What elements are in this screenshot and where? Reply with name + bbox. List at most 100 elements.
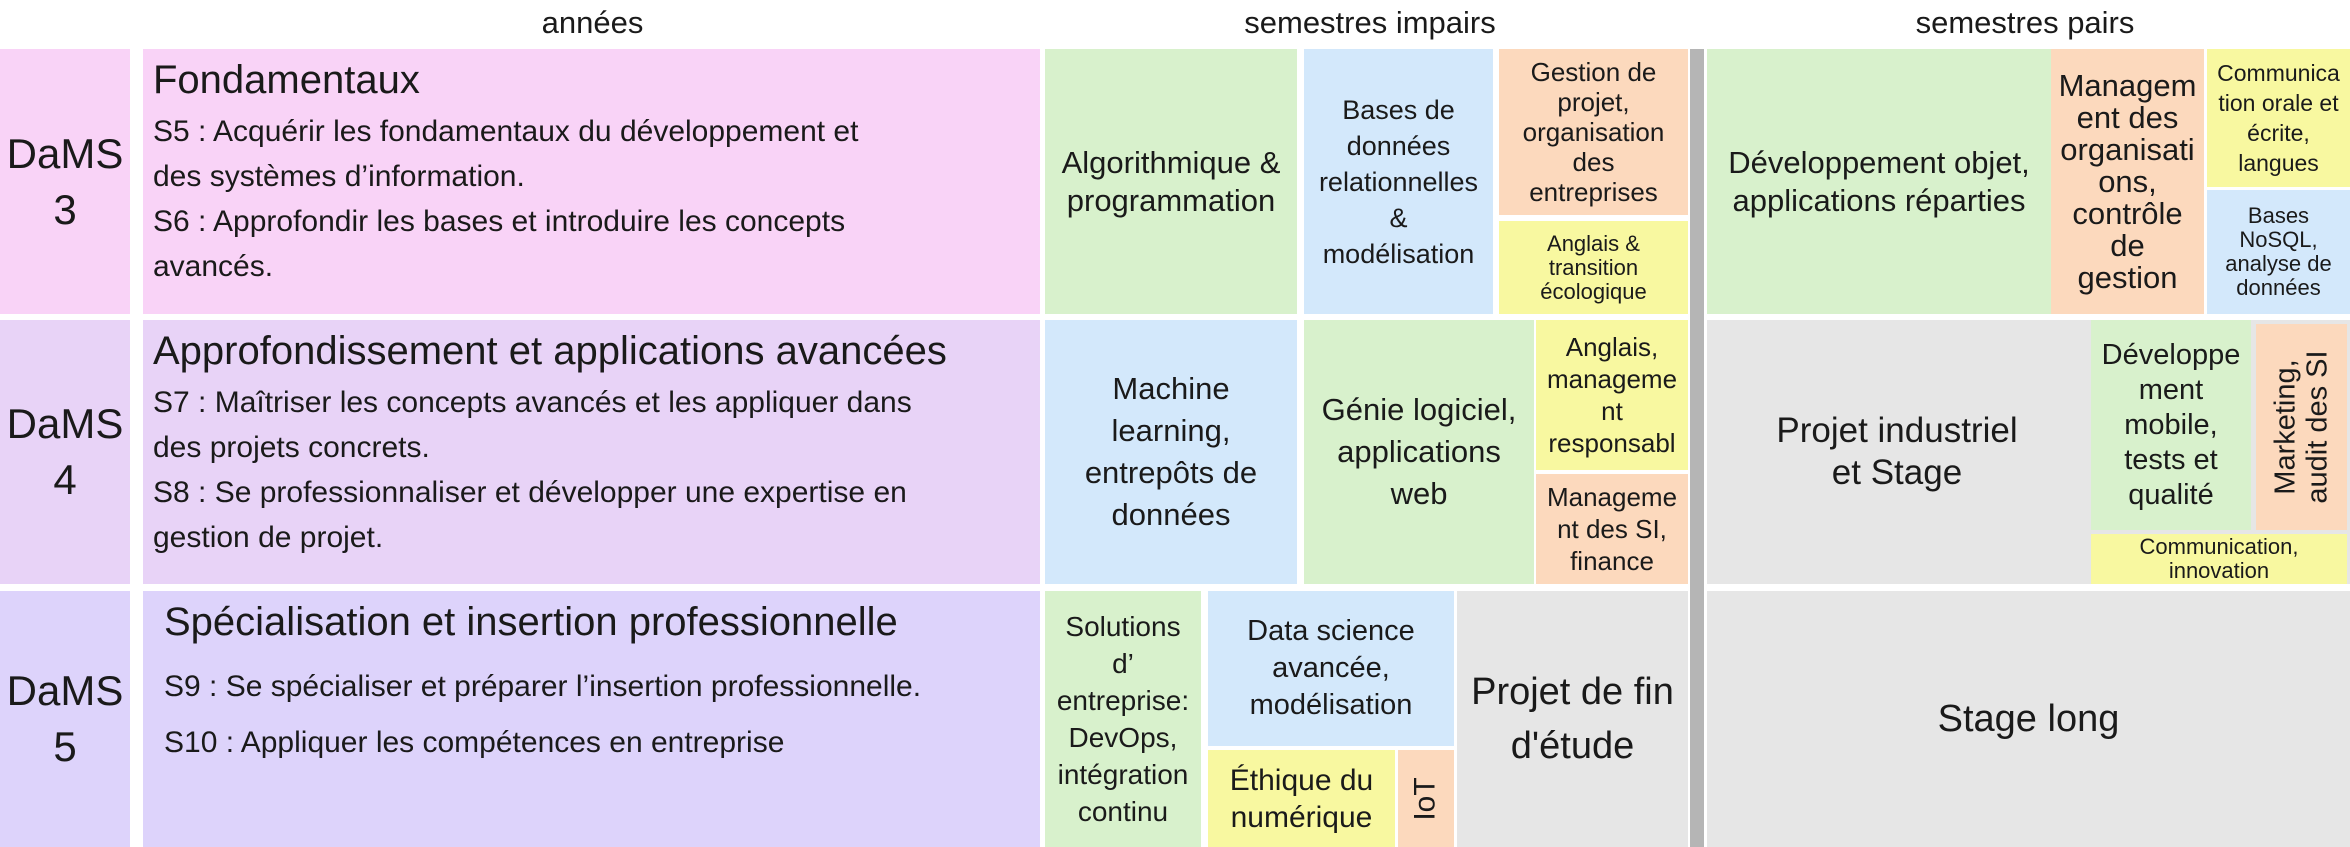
module-text: Communica xyxy=(2217,60,2340,86)
module-text: innovation xyxy=(2168,558,2270,583)
module-management-si: Manageme nt des SI, finance xyxy=(1536,474,1688,584)
module-text: modélisation xyxy=(1322,238,1475,269)
objective-line: des projets concrets. xyxy=(153,431,430,464)
module-text: mobile, xyxy=(2124,408,2218,441)
module-text: projet, xyxy=(1557,87,1630,117)
module-text: écologique xyxy=(1540,278,1647,304)
module-algorithmique: Algorithmique &programmation xyxy=(1045,49,1297,314)
module-text: entreprise: xyxy=(1056,685,1190,716)
module-text: relationnelles xyxy=(1318,166,1479,197)
module-text: données xyxy=(1111,497,1231,532)
year-number: 3 xyxy=(53,185,77,233)
module-data-science: Data science avancée, modélisation xyxy=(1208,591,1454,746)
module-text: nt des SI, xyxy=(1557,514,1667,544)
objective-line: S9 : Se spécialiser et préparer l’insert… xyxy=(164,670,922,703)
module-text: Génie logiciel, xyxy=(1321,392,1517,427)
module-text: Éthique du xyxy=(1229,763,1374,797)
semester-divider xyxy=(1690,49,1704,847)
module-text: des xyxy=(1572,147,1615,177)
year-title: Approfondissement et applications avancé… xyxy=(153,329,947,373)
objective-line: S7 : Maîtriser les concepts avancés et l… xyxy=(153,386,912,419)
module-bases-de-donnees: Bases de données relationnelles & modéli… xyxy=(1304,49,1493,314)
module-gestion-de-projet: Gestion de projet, organisation des entr… xyxy=(1499,49,1688,215)
header-annees: années xyxy=(541,5,644,40)
module-marketing-audit: Marketing, audit des SI xyxy=(2256,324,2347,530)
module-text: programmation xyxy=(1066,182,1276,218)
module-text: Marketing, xyxy=(2269,359,2302,495)
year-name: DaMS xyxy=(6,667,124,714)
module-text: NoSQL, xyxy=(2239,227,2318,252)
module-text: Communication, xyxy=(2139,534,2299,559)
module-text: Bases xyxy=(2247,203,2310,228)
module-text: ons, xyxy=(2098,163,2157,199)
module-text: entrepôts de xyxy=(1084,455,1258,490)
module-text: entreprises xyxy=(1529,177,1658,207)
module-genie-logiciel: Génie logiciel, applications web xyxy=(1304,320,1534,584)
module-text: de xyxy=(2110,227,2145,263)
objective-line: S6 : Approfondir les bases et introduire… xyxy=(153,205,846,238)
module-text: écrite, xyxy=(2247,120,2310,146)
module-communication-innovation: Communication, innovation xyxy=(2091,534,2347,584)
module-text: nt xyxy=(1601,396,1623,426)
module-text: et Stage xyxy=(1831,453,1963,492)
module-text: applications réparties xyxy=(1732,182,2026,218)
module-text: Manageme xyxy=(1546,482,1678,512)
module-text: Projet de fin xyxy=(1471,671,1674,713)
module-text: Bases de xyxy=(1342,94,1455,125)
module-text: d'étude xyxy=(1510,725,1635,767)
module-text: applications xyxy=(1337,434,1501,469)
module-text: qualité xyxy=(2128,478,2214,511)
module-solutions-entreprise: Solutions d’ entreprise: DevOps, intégra… xyxy=(1045,591,1201,847)
year-number: 4 xyxy=(53,456,77,503)
module-text: IoT xyxy=(1408,776,1442,821)
module-text: contrôle xyxy=(2072,195,2183,231)
module-communication-langues: Communica tion orale et écrite, langues xyxy=(2207,49,2350,187)
module-text: modélisation xyxy=(1249,689,1413,721)
module-text: Développe xyxy=(2101,338,2241,371)
module-management-organisations: Managem ent des organisati ons, contrôle… xyxy=(2051,49,2204,314)
module-text: ent des xyxy=(2076,99,2179,135)
module-anglais-management: Anglais, manageme nt responsabl xyxy=(1536,320,1688,470)
objective-line: des systèmes d’information. xyxy=(153,160,525,193)
year-description-dams4: Approfondissement et applications avancé… xyxy=(143,320,1040,584)
module-text: Développement objet, xyxy=(1728,144,2030,180)
module-text: données xyxy=(2236,275,2321,300)
module-text: tion orale et xyxy=(2218,90,2339,116)
module-text: intégration xyxy=(1057,759,1189,790)
module-text: transition xyxy=(1548,254,1639,280)
module-projet-industriel: Projet industriel et Stage xyxy=(1707,320,2087,584)
objective-line: S8 : Se professionnaliser et développer … xyxy=(153,476,907,509)
module-text: ment xyxy=(2138,373,2204,406)
module-ethique-numerique: Éthique du numérique xyxy=(1208,750,1395,847)
module-text: données xyxy=(1346,130,1451,161)
year-title: Fondamentaux xyxy=(153,58,420,102)
module-text: organisation xyxy=(1522,117,1665,147)
module-text: organisati xyxy=(2060,131,2195,167)
module-iot: IoT xyxy=(1398,750,1454,847)
objective-line: S10 : Appliquer les compétences en entre… xyxy=(164,726,785,759)
year-label-dams5: DaMS 5 xyxy=(0,591,130,847)
module-text: learning, xyxy=(1111,413,1231,448)
year-label-dams4: DaMS 4 xyxy=(0,320,130,584)
module-text: & xyxy=(1389,202,1408,233)
module-text: web xyxy=(1390,476,1448,511)
module-developpement-mobile: Développe ment mobile, tests et qualité xyxy=(2091,320,2251,530)
module-text: audit des SI xyxy=(2301,350,2334,504)
year-name: DaMS xyxy=(6,400,124,447)
objective-line: S5 : Acquérir les fondamentaux du dévelo… xyxy=(153,115,859,148)
header-semestres-impairs: semestres impairs xyxy=(1244,5,1496,40)
module-machine-learning: Machine learning, entrepôts de données xyxy=(1045,320,1297,584)
objective-line: gestion de projet. xyxy=(153,521,384,554)
module-text: Stage long xyxy=(1937,697,2120,740)
module-text: gestion xyxy=(2077,259,2178,295)
module-text: avancée, xyxy=(1272,652,1390,684)
year-number: 5 xyxy=(53,723,77,770)
header-semestres-pairs: semestres pairs xyxy=(1915,5,2135,40)
module-text: tests et xyxy=(2124,443,2218,476)
module-projet-de-fin-etude: Projet de fin d'étude xyxy=(1457,591,1688,847)
module-text: finance xyxy=(1570,546,1654,576)
module-developpement-objet: Développement objet,applications réparti… xyxy=(1707,49,2051,314)
year-description-dams5: Spécialisation et insertion professionne… xyxy=(143,591,1040,847)
module-text: Anglais & xyxy=(1547,230,1640,256)
